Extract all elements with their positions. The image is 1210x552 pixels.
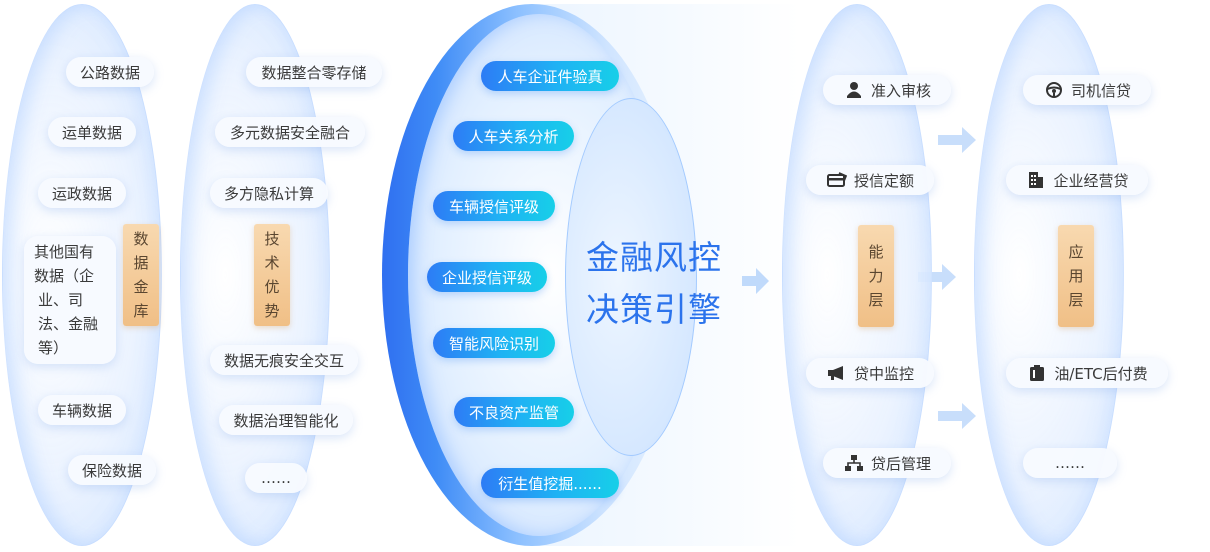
engine-item-derived: 衍生值挖掘...... [481, 468, 619, 498]
tech-label: …… [261, 469, 291, 487]
tag-char: 势 [264, 302, 280, 320]
data-source-insurance: 保险数据 [68, 455, 156, 485]
steering-wheel-icon [1043, 80, 1065, 100]
credit-card-icon [826, 170, 848, 190]
engine-item-risk-id: 智能风险识别 [433, 328, 555, 358]
arrow-right-icon [742, 268, 769, 294]
data-source-other-line: 其他国有 [34, 243, 95, 261]
tag-char: 应 [1068, 243, 1084, 261]
engine-item-id-verify: 人车企证件验真 [481, 61, 619, 91]
data-source-label: 运单数据 [61, 123, 122, 142]
tech-traceless-exchange: 数据无痕安全交互 [210, 345, 358, 375]
engine-item-label: 企业授信评级 [441, 268, 532, 287]
application-business-loan: 企业经营贷 [1006, 165, 1148, 195]
capability-label: 准入审核 [870, 81, 931, 100]
arrow-right-icon [938, 127, 976, 153]
tag-char: 技 [264, 230, 280, 248]
tech-label: 多元数据安全融合 [229, 123, 350, 142]
capability-label: 授信定额 [853, 171, 914, 190]
data-source-other-line: 业、司 [38, 291, 84, 309]
data-source-other-line: 等） [38, 339, 69, 357]
engine-title-line: 决策引擎 [586, 290, 722, 329]
engine-item-vehicle-credit: 车辆授信评级 [433, 191, 555, 221]
data-source-label: 运政数据 [51, 184, 112, 203]
engine-item-label: 人车关系分析 [468, 127, 559, 146]
tech-secure-fusion: 多元数据安全融合 [215, 117, 365, 147]
tech-more: …… [245, 463, 307, 493]
engine-title: 金融风控 决策引擎 [586, 232, 746, 336]
capability-credit-quota: 授信定额 [806, 165, 934, 195]
fuel-card-icon [1026, 363, 1048, 383]
tag-char: 金 [133, 278, 149, 296]
data-source-label: 保险数据 [81, 461, 142, 480]
tag-char: 优 [264, 278, 280, 296]
capability-in-loan-monitor: 贷中监控 [806, 358, 934, 388]
tag-char: 据 [133, 254, 149, 272]
tag-char: 层 [1068, 291, 1084, 309]
tag-char: 用 [1068, 267, 1084, 285]
tech-smart-governance: 数据治理智能化 [219, 405, 353, 435]
engine-item-enterprise-credit: 企业授信评级 [427, 262, 547, 292]
engine-core-ellipse [565, 98, 697, 456]
tag-char: 力 [868, 267, 884, 285]
arrow-right-icon [938, 403, 976, 429]
engine-item-relation: 人车关系分析 [453, 121, 574, 151]
tag-char: 层 [868, 291, 884, 309]
tag-char: 库 [133, 302, 149, 320]
data-source-transport-admin: 运政数据 [38, 178, 126, 208]
data-lake-tag: 数 据 金 库 [123, 224, 159, 326]
tech-label: 数据无痕安全交互 [223, 351, 344, 370]
data-source-highway: 公路数据 [66, 57, 154, 87]
data-source-other-line: 数据（企 [34, 267, 95, 285]
tag-char: 数 [133, 230, 149, 248]
engine-item-npa: 不良资产监管 [454, 397, 574, 427]
application-driver-loan: 司机信贷 [1023, 75, 1151, 105]
tech-privacy-compute: 多方隐私计算 [210, 178, 328, 208]
application-more: …… [1023, 448, 1117, 478]
data-source-vehicle: 车辆数据 [38, 395, 126, 425]
capability-access-review: 准入审核 [823, 75, 951, 105]
tag-char: 术 [264, 254, 280, 272]
capability-label: 贷中监控 [853, 364, 914, 383]
capability-post-loan: 贷后管理 [823, 448, 951, 478]
application-label: …… [1055, 454, 1085, 472]
engine-item-label: 车辆授信评级 [448, 197, 539, 216]
data-source-other-line: 法、金融 [38, 315, 99, 333]
application-fuel-etc: 油/ETC后付费 [1006, 358, 1168, 388]
megaphone-icon [826, 363, 848, 383]
engine-item-label: 人车企证件验真 [497, 67, 603, 86]
application-label: 司机信贷 [1070, 81, 1131, 100]
tech-advantage-tag: 技 术 优 势 [254, 224, 290, 326]
application-label: 企业经营贷 [1053, 171, 1129, 190]
tech-zero-storage: 数据整合零存储 [246, 57, 382, 87]
data-source-label: 公路数据 [79, 63, 140, 82]
person-check-icon [843, 80, 865, 100]
engine-item-label: 智能风险识别 [448, 334, 539, 353]
building-icon [1025, 170, 1047, 190]
engine-item-label: 衍生值挖掘...... [498, 474, 602, 493]
engine-item-label: 不良资产监管 [468, 403, 559, 422]
application-label: 油/ETC后付费 [1054, 364, 1148, 383]
org-chart-icon [843, 453, 865, 473]
tech-label: 数据整合零存储 [261, 63, 367, 82]
arrow-right-icon [918, 264, 956, 290]
capability-layer-tag: 能 力 层 [858, 225, 894, 327]
tech-label: 多方隐私计算 [223, 184, 314, 203]
capability-label: 贷后管理 [870, 454, 931, 473]
application-layer-tag: 应 用 层 [1058, 225, 1094, 327]
data-source-label: 车辆数据 [51, 401, 112, 420]
data-source-other-state: 其他国有 数据（企 业、司 法、金融 等） [24, 236, 116, 364]
tech-label: 数据治理智能化 [233, 411, 339, 430]
tag-char: 能 [868, 243, 884, 261]
data-source-waybill: 运单数据 [48, 117, 136, 147]
engine-title-line: 金融风控 [586, 238, 722, 277]
